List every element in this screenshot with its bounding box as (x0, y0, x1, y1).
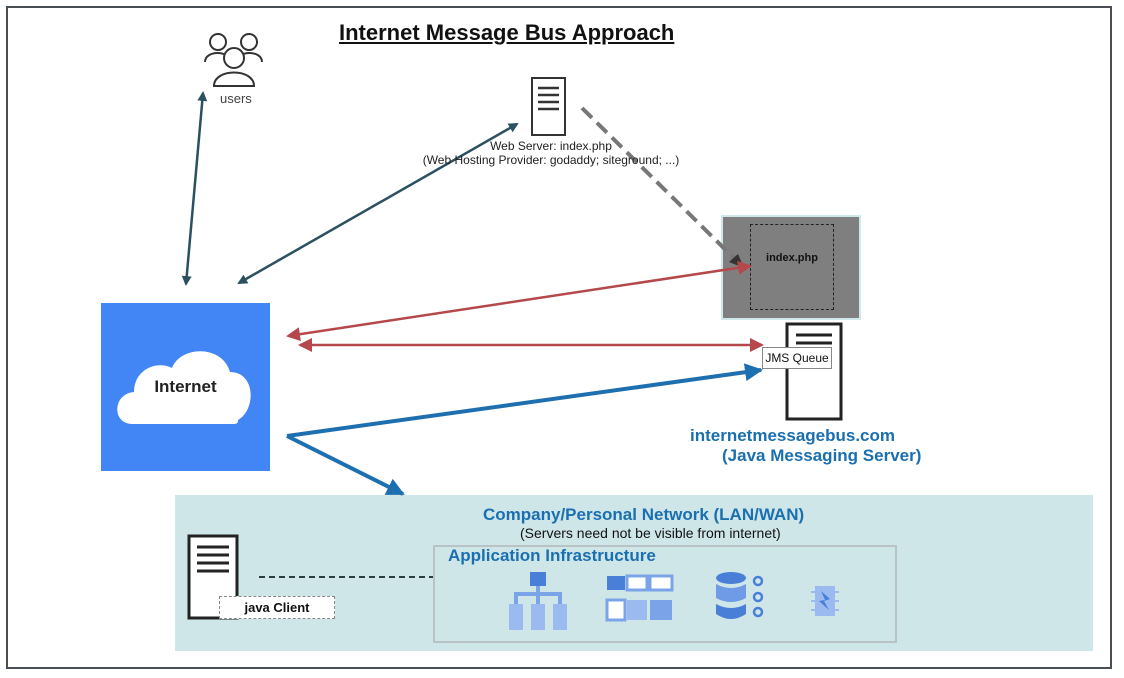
web-server-label: Web Server: index.php (Web Hosting Provi… (396, 139, 706, 167)
java-client-label: java Client (219, 596, 335, 619)
web-server-line1: Web Server: index.php (490, 139, 612, 153)
app-infra-box (433, 545, 897, 643)
internet-php-arrow (286, 260, 752, 342)
deploy-arrow (580, 106, 746, 270)
grid-modules-icon (605, 574, 674, 622)
company-network-box (175, 495, 1093, 651)
hierarchy-icon (509, 572, 567, 630)
message-server-name: internetmessagebus.com (690, 426, 896, 445)
users-icon (204, 33, 263, 87)
internet-jms-blue-arrow (286, 363, 763, 438)
diagram-title: Internet Message Bus Approach (339, 20, 675, 45)
jms-queue-label: JMS Queue (762, 347, 832, 369)
users-label: users (220, 91, 252, 106)
company-network-subtitle: (Servers need not be visible from intern… (520, 525, 781, 541)
database-icon (716, 572, 764, 619)
internet-label: Internet (154, 377, 217, 396)
cloud-icon (117, 351, 251, 424)
internet-network-blue-arrow (286, 434, 405, 496)
chip-icon (811, 586, 839, 616)
diagram-frame (6, 6, 1112, 669)
jms-server-icon (785, 322, 843, 421)
app-infra-title: Application Infrastructure (448, 546, 656, 565)
php-label: index.php (766, 252, 818, 264)
company-network-title: Company/Personal Network (LAN/WAN) (483, 505, 805, 524)
web-server-icon (531, 77, 566, 136)
internet-webserver-arrow (237, 122, 519, 285)
users-internet-arrow (181, 91, 208, 286)
web-server-line2: (Web Hosting Provider: godaddy; sitegrou… (422, 153, 680, 167)
message-server-subtitle: (Java Messaging Server) (722, 446, 922, 465)
